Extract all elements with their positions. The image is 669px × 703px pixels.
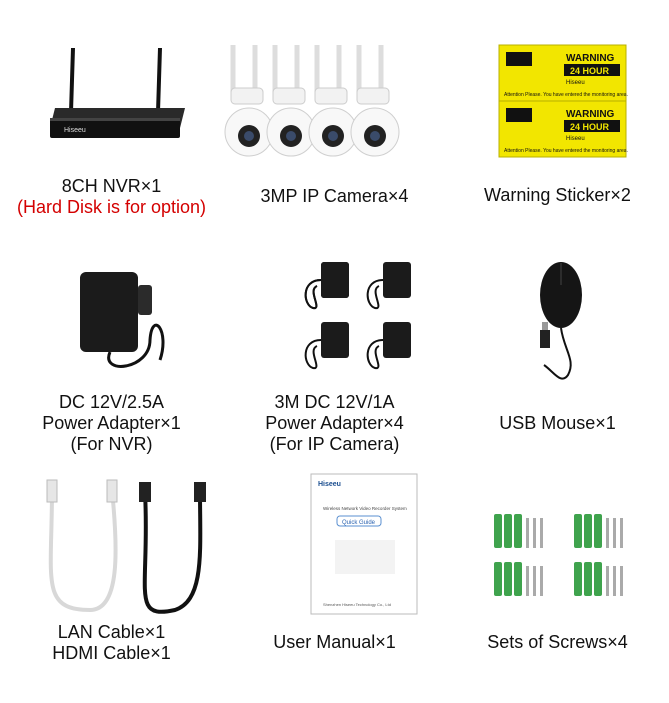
- manual-guide: Quick Guide: [342, 520, 376, 526]
- sticker-hours: 24 HOUR: [570, 66, 610, 76]
- caption-line: Sets of Screws×4: [487, 632, 628, 652]
- camera-adapter-caption: 3M DC 12V/1A Power Adapter×4 (For IP Cam…: [223, 392, 446, 455]
- screws-caption: Sets of Screws×4: [446, 632, 669, 653]
- item-sticker: WARNING 24 HOUR Hiseeu Attention Please.…: [446, 0, 669, 233]
- nvr-caption: 8CH NVR×1 (Hard Disk is for option): [0, 176, 223, 218]
- user-manual-icon: Hiseeu Wireless Network Video Recorder S…: [310, 473, 418, 615]
- manual-caption: User Manual×1: [223, 632, 446, 653]
- caption-line: Power Adapter×1: [42, 413, 181, 433]
- caption-line: Power Adapter×4: [265, 413, 404, 433]
- item-manual: Hiseeu Wireless Network Video Recorder S…: [223, 470, 446, 703]
- cables-icon: [46, 479, 206, 614]
- screws-icon: [494, 514, 623, 596]
- item-nvr: Hiseeu 8CH NVR×1 (Hard Disk is for optio…: [0, 0, 223, 233]
- caption-line: (For IP Camera): [269, 434, 400, 454]
- warning-sticker-icon: WARNING 24 HOUR Hiseeu Attention Please.…: [498, 44, 629, 158]
- camera-icon: [224, 0, 446, 175]
- power-adapters-icon: [304, 261, 412, 370]
- caption-line: 3MP IP Camera×4: [260, 186, 409, 206]
- cables-caption: LAN Cable×1 HDMI Cable×1: [0, 622, 223, 664]
- mouse-caption: USB Mouse×1: [446, 413, 669, 434]
- sticker-title: WARNING: [566, 53, 615, 64]
- sticker-brand: Hiseeu: [566, 80, 585, 86]
- caption-line: Warning Sticker×2: [484, 185, 631, 205]
- caption-line: USB Mouse×1: [499, 413, 616, 433]
- caption-line: LAN Cable×1: [57, 622, 166, 642]
- item-camera-adapters: 3M DC 12V/1A Power Adapter×4 (For IP Cam…: [223, 250, 446, 483]
- manual-title: Wireless Network Video Recorder System: [323, 506, 407, 511]
- nvr-icon: Hiseeu: [50, 47, 185, 138]
- sticker-caption: Warning Sticker×2: [446, 185, 669, 206]
- item-nvr-adapter: DC 12V/2.5A Power Adapter×1 (For NVR): [0, 250, 223, 483]
- caption-line: 3M DC 12V/1A: [274, 392, 395, 412]
- caption-line: User Manual×1: [273, 632, 396, 652]
- usb-mouse-icon: [540, 262, 582, 380]
- power-adapter-icon: [80, 272, 165, 368]
- item-screws: Sets of Screws×4: [446, 470, 669, 703]
- caption-line: (For NVR): [70, 434, 153, 454]
- sticker-footer: Attention Please. You have entered the m…: [504, 92, 628, 98]
- caption-note: (Hard Disk is for option): [16, 197, 207, 217]
- manual-footer: Shenzhen Hiseeu Technology Co., Ltd: [323, 602, 391, 607]
- nvr-brand: Hiseeu: [64, 127, 86, 134]
- item-cameras: 3MP IP Camera×4: [223, 0, 446, 233]
- nvr-adapter-caption: DC 12V/2.5A Power Adapter×1 (For NVR): [0, 392, 223, 455]
- manual-brand: Hiseeu: [318, 481, 341, 488]
- camera-caption: 3MP IP Camera×4: [223, 186, 446, 207]
- caption-line: HDMI Cable×1: [52, 643, 171, 663]
- item-cables: LAN Cable×1 HDMI Cable×1: [0, 470, 223, 703]
- caption-line: 8CH NVR×1: [61, 176, 162, 196]
- item-mouse: USB Mouse×1: [446, 250, 669, 483]
- caption-line: DC 12V/2.5A: [58, 392, 165, 412]
